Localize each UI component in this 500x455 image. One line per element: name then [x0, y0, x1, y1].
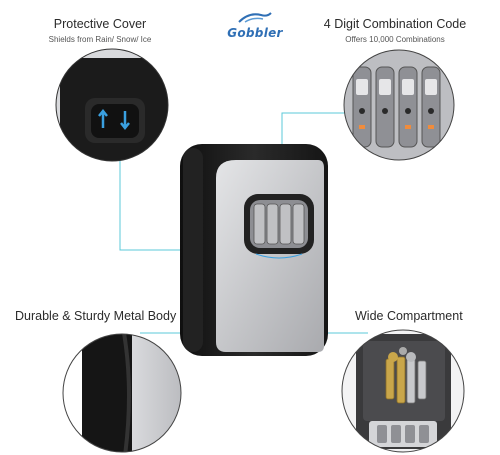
brand-swoosh-icon [238, 12, 272, 23]
cover-closeup-image [55, 48, 169, 162]
dials-closeup-image [343, 49, 455, 161]
compartment-title: Wide Compartment [355, 309, 463, 323]
cover-feature-label: Protective Cover Shields from Rain/ Snow… [20, 17, 180, 44]
compartment-closeup-image [341, 329, 465, 453]
compartment-feature-label: Wide Compartment [355, 309, 463, 323]
code-subtitle: Offers 10,000 Combinations [345, 35, 445, 44]
code-feature-label: 4 Digit Combination Code Offers 10,000 C… [300, 17, 490, 44]
cover-subtitle: Shields from Rain/ Snow/ Ice [48, 35, 152, 44]
code-title: 4 Digit Combination Code [323, 17, 467, 31]
body-closeup-image [62, 333, 182, 453]
body-feature-label: Durable & Sturdy Metal Body [15, 309, 176, 323]
body-title: Durable & Sturdy Metal Body [15, 309, 177, 323]
cover-title: Protective Cover [53, 17, 147, 31]
brand-name: Gobbler [227, 26, 283, 40]
lockbox-product-image [180, 144, 328, 356]
brand-logo: Gobbler [225, 10, 285, 40]
